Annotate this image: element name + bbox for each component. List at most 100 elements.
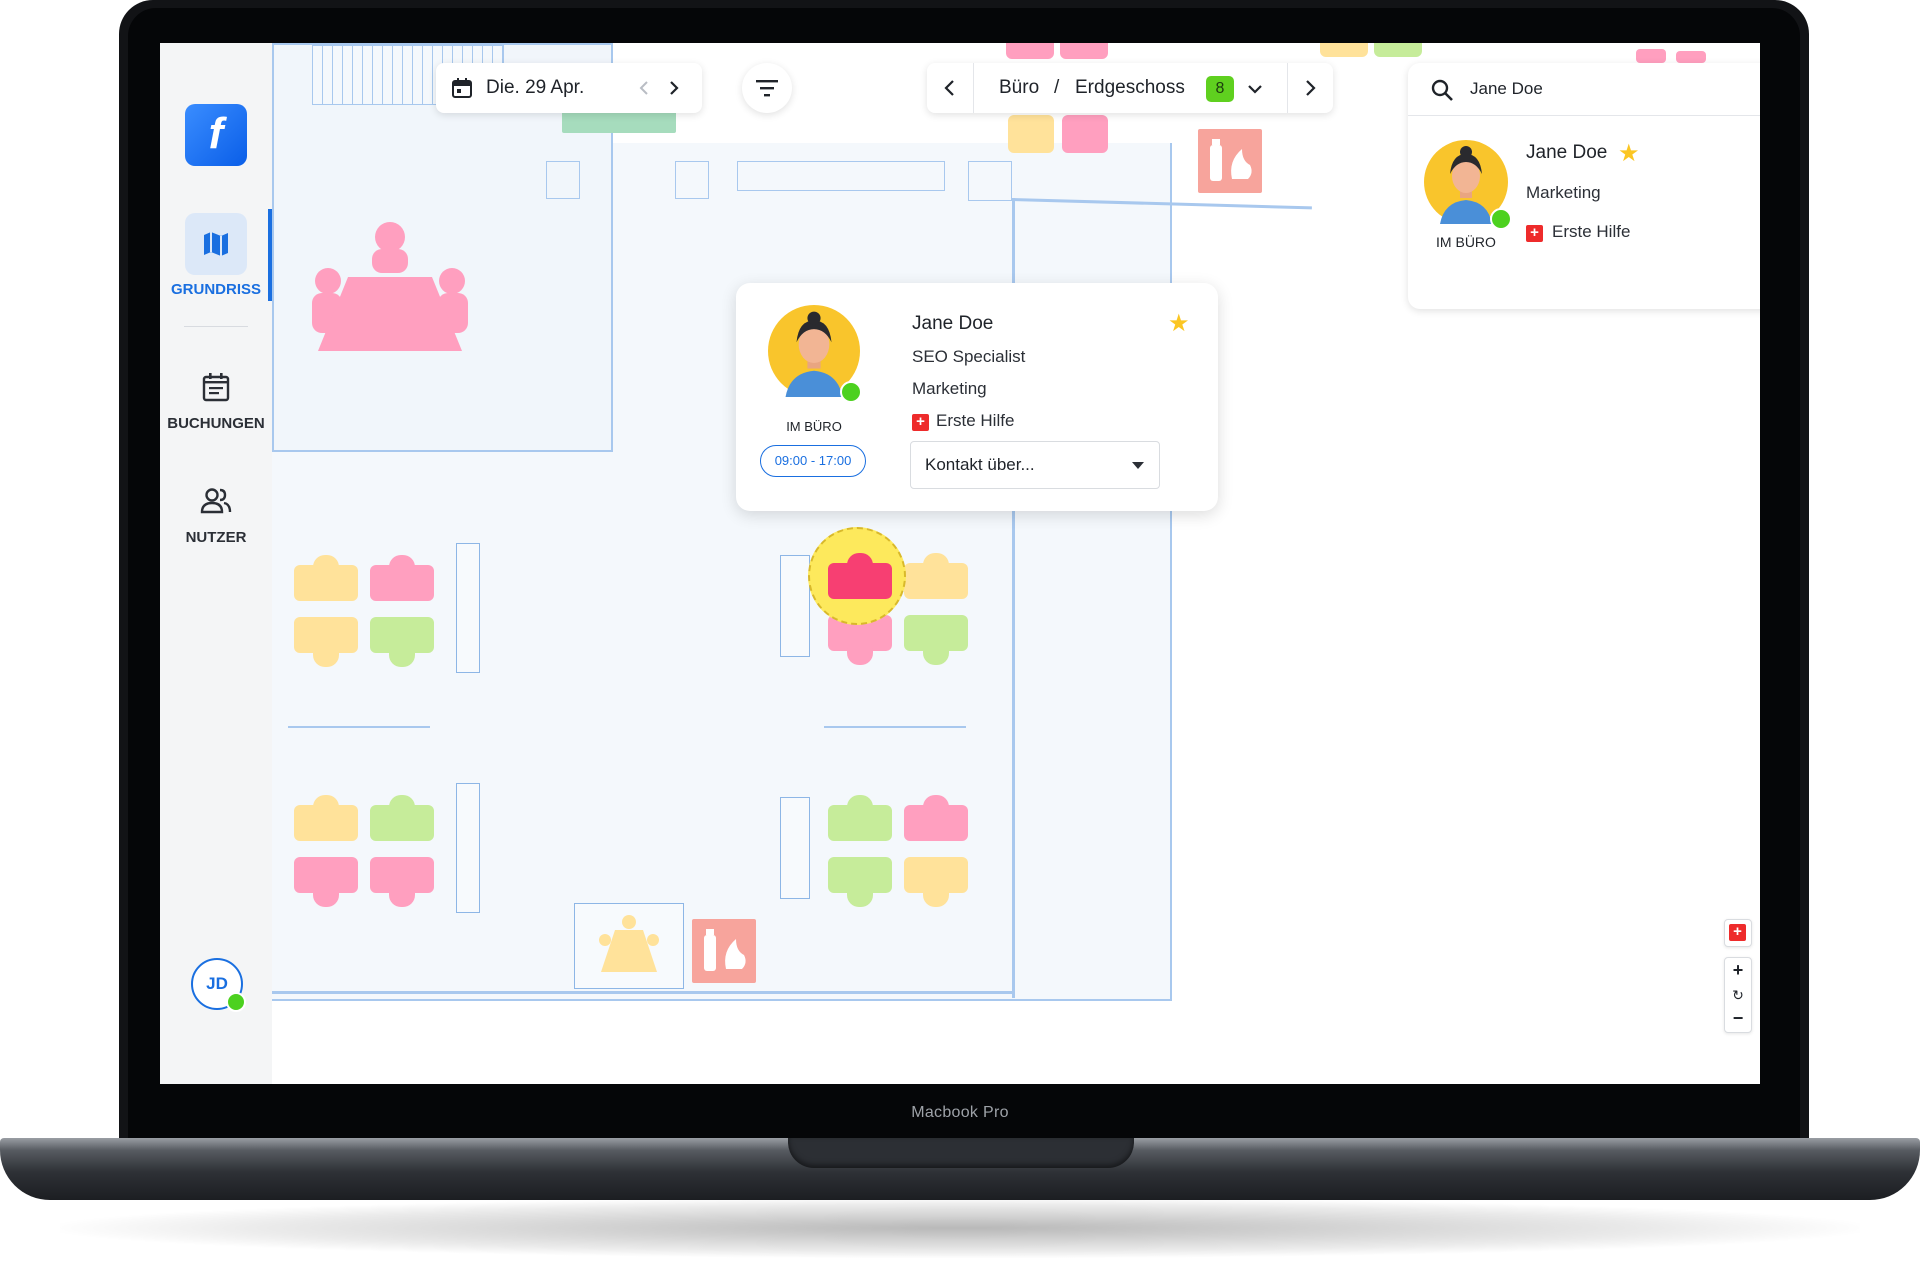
- floor-selector[interactable]: Büro / Erdgeschoss 8: [927, 63, 1333, 113]
- chair: [313, 795, 339, 815]
- column: [968, 161, 1012, 201]
- chevron-down-icon[interactable]: [1245, 79, 1265, 99]
- favorite-star-icon[interactable]: ★: [1168, 310, 1190, 337]
- zoom-in-icon[interactable]: +: [1732, 960, 1744, 980]
- contact-select[interactable]: Kontakt über...: [910, 441, 1160, 489]
- avatar-jane-doe: [768, 305, 860, 397]
- sidebar-item-grundriss[interactable]: GRUNDRISS: [160, 213, 272, 298]
- card-title: SEO Specialist: [912, 347, 1026, 366]
- floor-plan[interactable]: Die. 29 Apr. Büro / Erdgeschoss 8 Jane D…: [272, 43, 1760, 1084]
- desk[interactable]: [1374, 43, 1422, 57]
- users-icon: [200, 488, 232, 514]
- divider-line: [824, 726, 966, 728]
- result-name: Jane Doe: [1526, 142, 1608, 163]
- calendar-list-icon: [202, 373, 230, 402]
- desk[interactable]: [1062, 115, 1108, 153]
- first-aid-icon: +: [1729, 924, 1746, 941]
- status-dot: [840, 381, 862, 403]
- search-field[interactable]: Jane Doe: [1408, 63, 1760, 116]
- card-department: Marketing: [912, 379, 987, 398]
- contact-select-value: Kontakt über...: [925, 455, 1035, 474]
- wall: [1012, 198, 1015, 998]
- chair: [847, 795, 873, 815]
- avatar-jane-doe: [1424, 140, 1508, 224]
- sidebar-divider: [184, 326, 248, 327]
- wall: [272, 991, 1015, 994]
- floor-count-badge: 8: [1206, 76, 1234, 102]
- divider-line: [288, 726, 430, 728]
- sidebar-item-label: NUTZER: [185, 529, 247, 546]
- card-tag: Erste Hilfe: [936, 411, 1015, 430]
- active-indicator: [268, 209, 272, 301]
- first-aid-button[interactable]: +: [1724, 919, 1752, 947]
- cabinet: [456, 543, 480, 673]
- sidebar-item-label: GRUNDRISS: [170, 281, 261, 298]
- chevron-right-icon[interactable]: [664, 78, 684, 98]
- calendar-icon: [452, 78, 472, 98]
- desk[interactable]: [1060, 43, 1108, 59]
- first-aid-badge-icon: +: [1526, 222, 1551, 242]
- reset-icon[interactable]: ↻: [1732, 987, 1744, 1003]
- filter-icon: [756, 80, 778, 97]
- user-status-dot: [226, 992, 246, 1012]
- status-dot: [1490, 208, 1512, 230]
- desk[interactable]: [1320, 43, 1368, 57]
- desk[interactable]: [1008, 115, 1054, 153]
- first-aid-badge-icon: +: [912, 411, 937, 431]
- cabinet: [456, 783, 480, 913]
- column: [675, 161, 709, 199]
- chair: [923, 553, 949, 573]
- laptop-notch: [788, 1138, 1134, 1168]
- conference-table-pink: [312, 222, 468, 351]
- chevron-left-icon[interactable]: [634, 78, 654, 98]
- cabinet-row: [737, 161, 945, 191]
- person-popup-card: IM BÜRO 09:00 - 17:00 Jane Doe ★ SEO Spe…: [736, 283, 1218, 511]
- fire-extinguisher-sign: [1198, 129, 1262, 193]
- breadcrumb-location[interactable]: Büro: [999, 77, 1040, 98]
- app-logo[interactable]: f: [185, 104, 247, 166]
- search-query[interactable]: Jane Doe: [1470, 79, 1543, 98]
- date-label: Die. 29 Apr.: [486, 77, 585, 98]
- chevron-right-icon[interactable]: [1299, 77, 1321, 99]
- filter-button[interactable]: [742, 63, 792, 113]
- chair: [389, 795, 415, 815]
- sidebar-item-buchungen[interactable]: BUCHUNGEN: [160, 365, 272, 432]
- chevron-left-icon[interactable]: [939, 77, 961, 99]
- search-panel: Jane Doe IM BÜRO Jane Doe ★ Marketing +: [1408, 63, 1760, 309]
- search-icon: [1431, 79, 1453, 101]
- result-status: IM BÜRO: [1436, 234, 1496, 250]
- sidebar: f GRUNDRISS BUCHUNGEN NUTZER JD: [160, 43, 272, 1084]
- sidebar-item-label: BUCHUNGEN: [167, 415, 265, 432]
- chair: [923, 795, 949, 815]
- fire-extinguisher-sign: [692, 919, 756, 983]
- breadcrumb-separator: /: [1054, 77, 1060, 98]
- column: [546, 161, 580, 199]
- divider: [973, 63, 974, 113]
- map-icon: [204, 232, 228, 256]
- zoom-out-icon[interactable]: −: [1732, 1008, 1744, 1028]
- cabinet: [780, 555, 810, 657]
- card-name: Jane Doe: [912, 313, 994, 334]
- favorite-star-icon[interactable]: ★: [1618, 140, 1640, 167]
- zoom-controls: + ↻ −: [1724, 957, 1752, 1033]
- date-selector[interactable]: Die. 29 Apr.: [436, 63, 702, 113]
- chair: [389, 555, 415, 575]
- desk[interactable]: [1006, 43, 1054, 59]
- desk[interactable]: [1676, 51, 1706, 63]
- breadcrumb-floor[interactable]: Erdgeschoss: [1075, 77, 1185, 98]
- desk[interactable]: [1636, 49, 1666, 63]
- laptop-shadow: [60, 1198, 1860, 1258]
- chair: [313, 555, 339, 575]
- card-hours: 09:00 - 17:00: [760, 445, 866, 477]
- divider: [1287, 63, 1288, 113]
- search-result[interactable]: IM BÜRO Jane Doe ★ Marketing + Erste Hil…: [1408, 116, 1760, 309]
- small-meeting-room[interactable]: [574, 903, 684, 989]
- cabinet: [780, 797, 810, 899]
- sidebar-item-nutzer[interactable]: NUTZER: [160, 479, 272, 546]
- caret-down-icon: [1132, 462, 1144, 469]
- laptop-model-label: Macbook Pro: [911, 1104, 1009, 1121]
- result-tag: Erste Hilfe: [1552, 222, 1631, 241]
- chair: [847, 553, 873, 573]
- card-status: IM BÜRO: [786, 419, 842, 434]
- result-department: Marketing: [1526, 183, 1601, 202]
